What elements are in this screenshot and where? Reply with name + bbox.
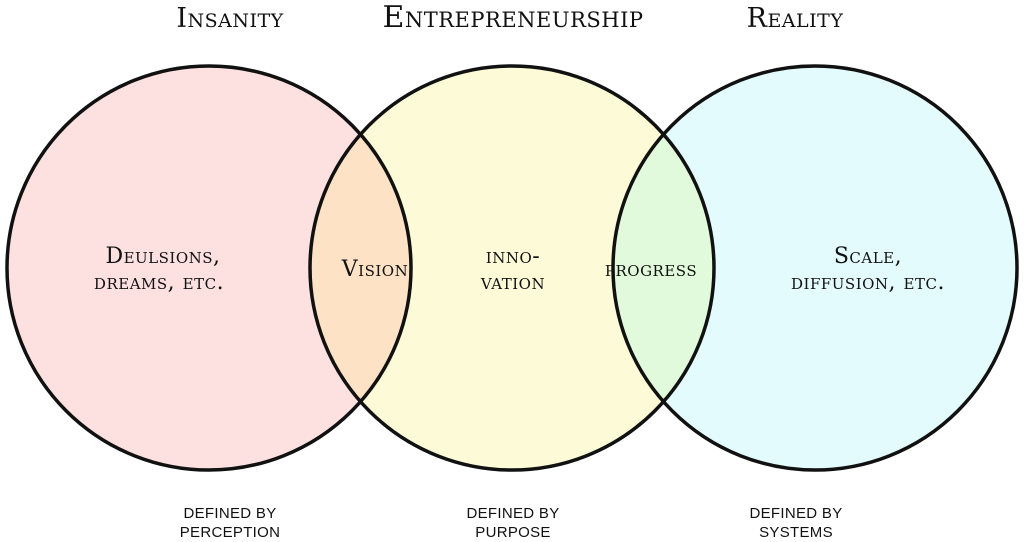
title-entrepreneurship: Entrepreneurship [382, 0, 643, 35]
middle-footer-line1: DEFINED BY [466, 505, 559, 522]
middle-circle-fill [310, 66, 714, 470]
left-circle-outline [5, 64, 413, 472]
title-insanity: Insanity [176, 3, 283, 34]
middle-body-line2: vation [480, 270, 545, 295]
right-circle-fill [613, 66, 1017, 470]
right-footer-line1: DEFINED BY [749, 505, 842, 522]
title-reality: Reality [747, 3, 844, 34]
middle-footer-line2: PURPOSE [475, 524, 550, 541]
left-footer-line2: PERCEPTION [180, 524, 281, 541]
left-footer-line1: DEFINED BY [183, 505, 276, 522]
right-body-line1: Scale, [834, 244, 902, 269]
right-body-line2: diffusion, etc. [791, 270, 945, 295]
intersection-vision-label: Vision [341, 257, 408, 282]
right-footer-line2: SYSTEMS [759, 524, 833, 541]
right-circle-outline [611, 64, 1019, 472]
intersection-progress-label: progress [605, 257, 697, 282]
middle-circle-outline [308, 64, 716, 472]
left-circle-fill [7, 66, 411, 470]
left-body-line1: Deulsions, [105, 244, 220, 269]
middle-body-line1: inno- [486, 244, 540, 269]
left-body-line2: dreams, etc. [94, 270, 224, 295]
